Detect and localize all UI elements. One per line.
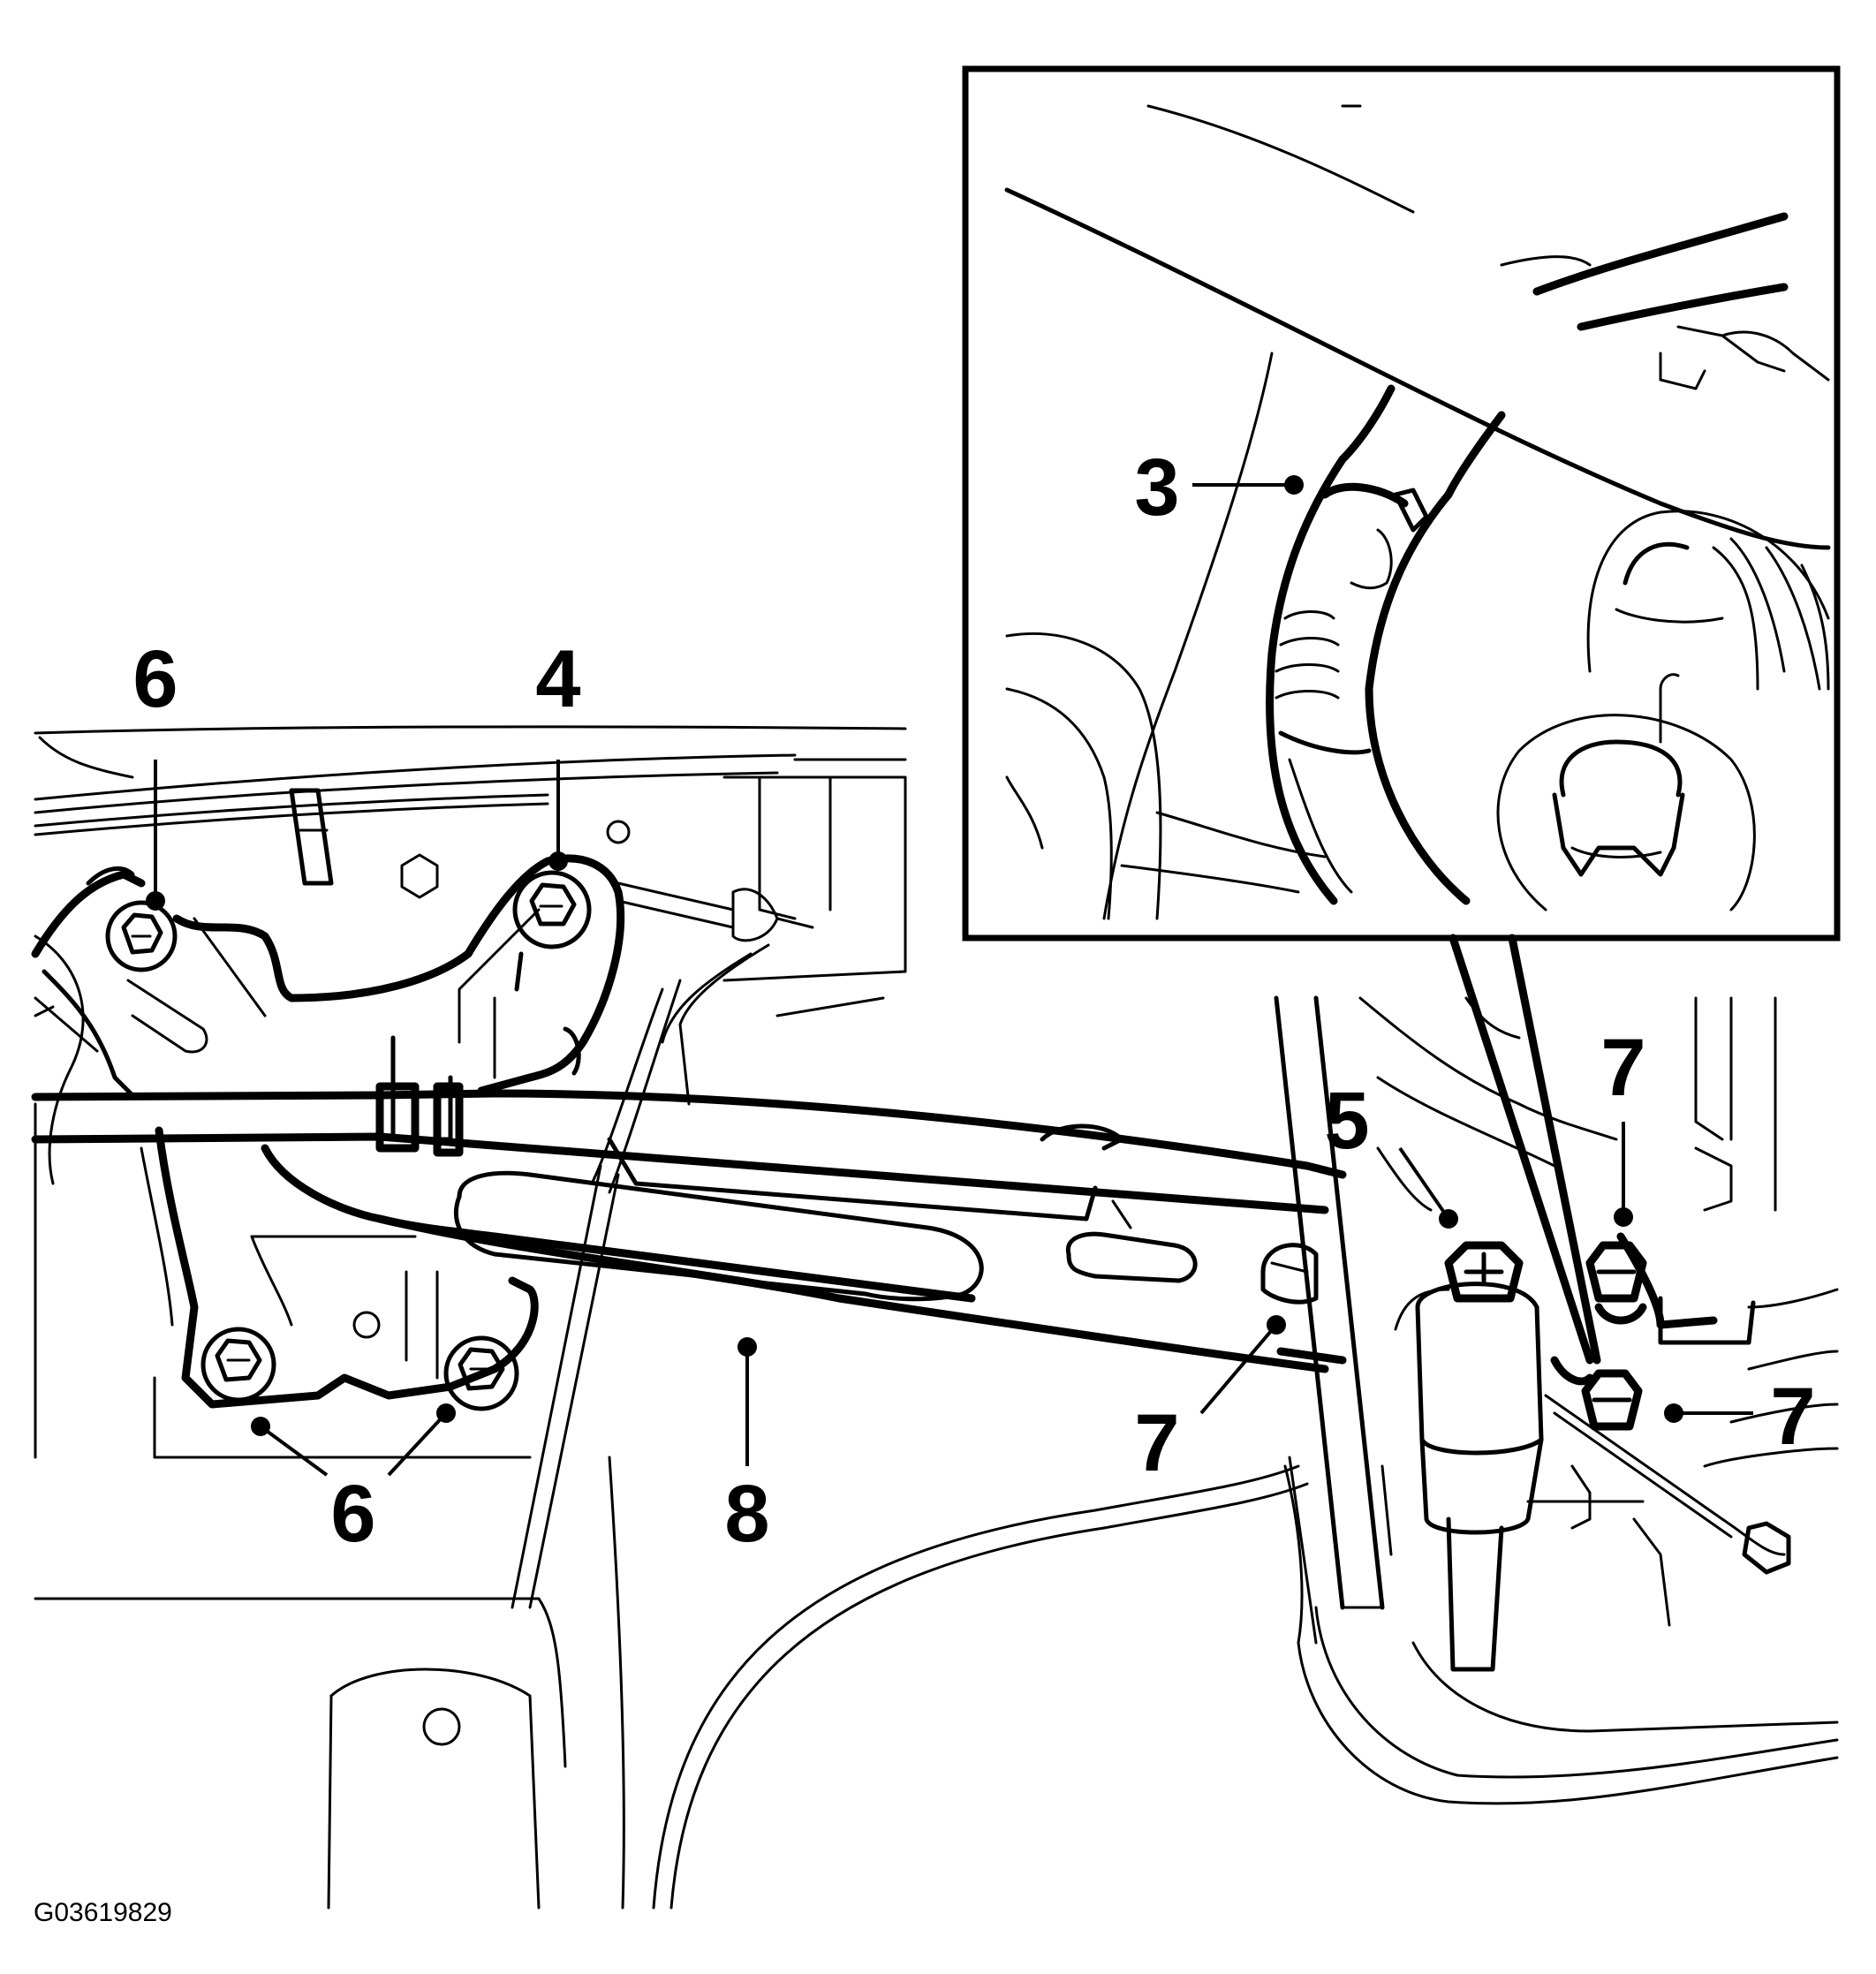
- callout-dot-6-upper: [146, 891, 165, 911]
- callout-dot-7-upper: [1614, 1207, 1633, 1227]
- callout-6-lower: 6: [330, 1469, 375, 1559]
- callout-6-upper: 6: [132, 634, 178, 724]
- crossmember-8: [31, 1089, 1347, 1409]
- callout-dot-3: [1284, 475, 1304, 495]
- figure-code: G03619829: [34, 1898, 172, 1927]
- callout-7-upper: 7: [1600, 1023, 1645, 1113]
- callout-labels: 3 4 5 6 6 7 7 7 8 G03619829: [34, 442, 1816, 1927]
- callout-dot-4: [548, 851, 568, 871]
- callout-5: 5: [1324, 1076, 1369, 1166]
- bolt-7-lower-right: [1550, 1356, 1643, 1431]
- support-bracket-4: [172, 854, 625, 1157]
- left-bracket-6: [31, 866, 267, 1098]
- bolt-7-left: [1260, 1243, 1319, 1305]
- bolt-6-lower-right: [443, 1335, 519, 1411]
- callout-dot-7-right: [1664, 1403, 1683, 1423]
- bolt-4: [512, 870, 592, 992]
- callout-7-right: 7: [1770, 1372, 1815, 1462]
- callout-leaders: [146, 475, 1753, 1477]
- callout-dot-6-lower-left: [251, 1417, 270, 1436]
- callout-dot-5: [1439, 1209, 1458, 1229]
- bolt-6-lower-left: [200, 1327, 276, 1403]
- detail-inset: [962, 65, 1841, 1365]
- callout-7-lower: 7: [1134, 1398, 1179, 1488]
- callout-dot-6-lower-right: [436, 1403, 456, 1423]
- bolt-7-upper-right: [1585, 1241, 1647, 1325]
- callout-4: 4: [535, 634, 580, 724]
- callout-3: 3: [1134, 442, 1179, 533]
- bolts: [105, 870, 1319, 1411]
- bolt-6-upper: [105, 900, 178, 972]
- callout-8: 8: [724, 1469, 769, 1559]
- callout-dot-7-lower: [1267, 1315, 1286, 1335]
- callout-dot-8: [738, 1337, 757, 1357]
